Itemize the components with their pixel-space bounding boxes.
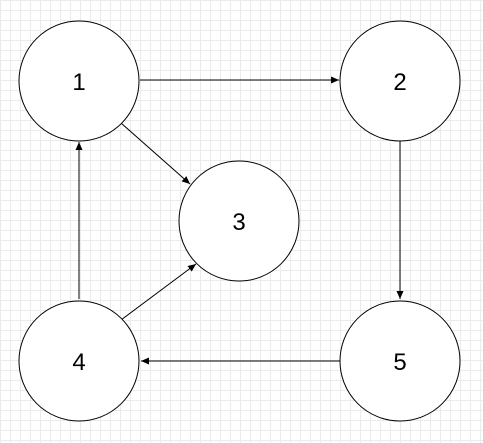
- node-2-label: 2: [393, 69, 406, 96]
- node-1[interactable]: 1: [18, 20, 140, 142]
- node-2[interactable]: 2: [339, 20, 461, 142]
- edge-1-to-3: [120, 122, 191, 185]
- node-4-label: 4: [72, 349, 85, 376]
- edges: [75, 76, 404, 365]
- node-5-circle[interactable]: [339, 300, 461, 422]
- node-2-circle[interactable]: [339, 20, 461, 142]
- node-4[interactable]: 4: [18, 300, 140, 422]
- node-3[interactable]: 3: [178, 160, 300, 282]
- node-1-circle[interactable]: [18, 20, 140, 142]
- node-3-label: 3: [232, 209, 245, 236]
- node-3-circle[interactable]: [178, 160, 300, 282]
- edge-4-to-3: [120, 263, 197, 321]
- node-1-label: 1: [72, 69, 85, 96]
- node-5[interactable]: 5: [339, 300, 461, 422]
- node-5-label: 5: [393, 349, 406, 376]
- node-4-circle[interactable]: [18, 300, 140, 422]
